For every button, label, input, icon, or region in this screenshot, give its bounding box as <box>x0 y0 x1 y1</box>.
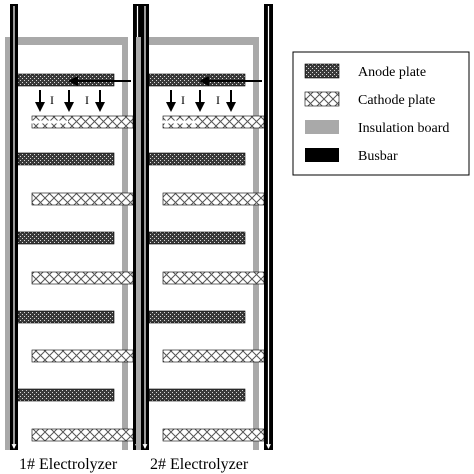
anode-plate-1-9 <box>17 388 115 402</box>
anode-plate-1-7 <box>17 310 115 324</box>
current-label-2-1: I <box>181 93 185 107</box>
insulation-board-right-1 <box>122 37 128 450</box>
anode-plate-2-3 <box>148 152 246 166</box>
anode-plate-2-7 <box>148 310 246 324</box>
cathode-plate-1-10 <box>31 428 134 442</box>
electrolyzer-1-label: 1# Electrolyzer <box>19 456 118 473</box>
legend-swatch-insulation <box>305 120 339 134</box>
legend-swatch-busbar <box>305 148 339 162</box>
legend: Anode plate Cathode plate Insulation boa… <box>292 51 470 176</box>
cathode-plate-2-6 <box>162 271 265 285</box>
anode-plate-1-5 <box>17 231 115 245</box>
cathode-plate-2-8 <box>162 349 265 363</box>
current-label-1-2: I <box>85 93 89 107</box>
insulation-cap-1 <box>18 37 122 45</box>
legend-item-busbar: Busbar <box>305 148 398 164</box>
cathode-plate-1-4 <box>31 192 134 206</box>
insulation-board-right-2 <box>253 37 259 450</box>
cathode-plate-2-10 <box>162 428 265 442</box>
insulation-board-left-2 <box>136 37 142 450</box>
legend-swatch-anode <box>304 63 340 79</box>
legend-label-insulation: Insulation board <box>358 121 449 136</box>
legend-item-anode: Anode plate <box>304 63 426 80</box>
anode-plate-2-5 <box>148 231 246 245</box>
cathode-plate-2-4 <box>162 192 265 206</box>
legend-label-busbar: Busbar <box>358 149 398 164</box>
anode-plate-2-9 <box>148 388 246 402</box>
insulation-cap-2 <box>149 37 253 45</box>
legend-label-anode: Anode plate <box>358 65 426 80</box>
cathode-plate-1-6 <box>31 271 134 285</box>
legend-label-cathode: Cathode plate <box>358 93 435 108</box>
legend-item-cathode: Cathode plate <box>304 91 435 108</box>
current-label-1-1: I <box>50 93 54 107</box>
legend-item-insulation: Insulation board <box>305 120 449 136</box>
insulation-board-left-1 <box>5 37 11 450</box>
electrolyzer-2-label: 2# Electrolyzer <box>150 456 249 473</box>
current-label-2-2: I <box>216 93 220 107</box>
legend-swatch-cathode <box>304 91 340 107</box>
cathode-plate-1-8 <box>31 349 134 363</box>
anode-plate-1-3 <box>17 152 115 166</box>
